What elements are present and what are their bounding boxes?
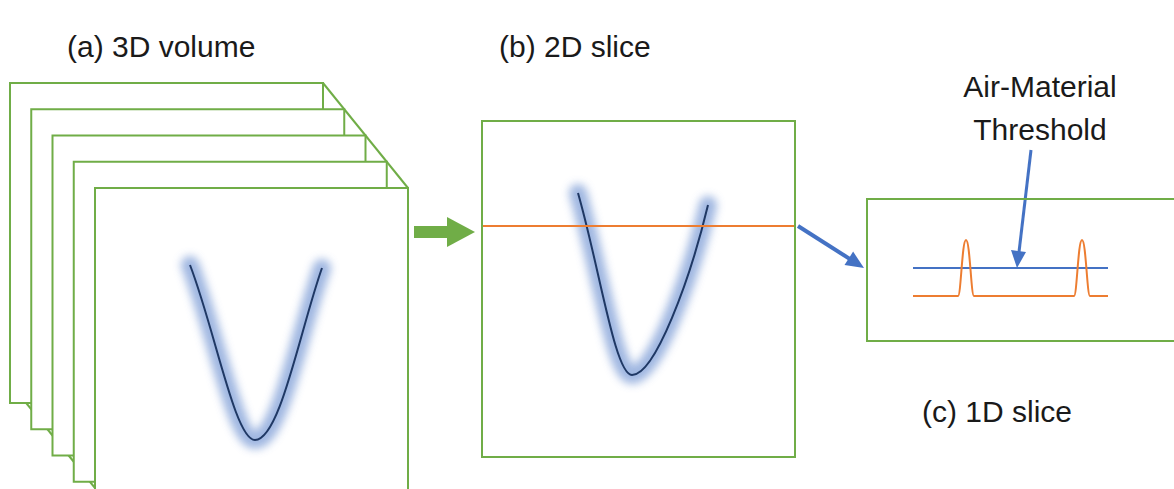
v-curve-3d [190,265,322,440]
leader-arrow [1011,150,1031,268]
volume-frame: (a) 3D volume [95,188,408,489]
profile-frame: (c) 1D slice [866,198,1174,342]
callout-label: Air-Material Threshold [930,65,1150,151]
panel-heading: (a) 3D volume [67,29,255,65]
slice-line [482,225,794,227]
flow-arrow [414,217,475,247]
intensity-profile [913,240,1108,296]
v-curve-2d [578,193,708,375]
volume-stack [10,83,408,489]
slice-frame: (b) 2D slice [481,120,796,458]
threshold-line [913,267,1108,269]
panel-heading: (b) 2D slice [499,29,651,65]
connector-arrow [798,226,864,268]
panel-heading: (c) 1D slice [922,394,1072,430]
